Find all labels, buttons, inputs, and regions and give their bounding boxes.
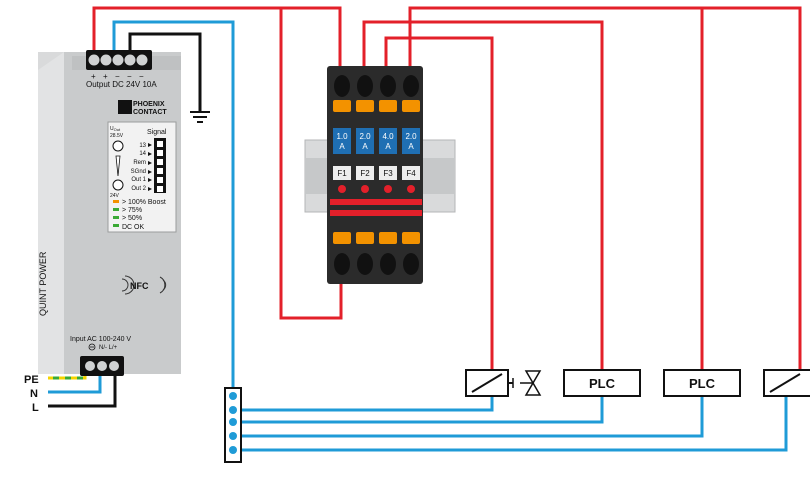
rating-f3: 4.0 [382,132,394,141]
mains-pe: PE [24,374,39,386]
plc-2-label: PLC [689,376,716,391]
signal-label: Signal [147,129,167,136]
output-pol-4: − [127,72,132,81]
terminal-rem: Rem [133,160,146,166]
valve-icon [520,370,542,396]
fuse-f1: F1 [337,169,347,178]
circuit-breaker-module: 1.0 A 2.0 A 4.0 A 2.0 A F1 F2 F3 F4 [304,66,456,284]
logo-line-1: PHOENIX [133,101,165,108]
output-pol-2: + [103,72,108,81]
terminal-13: 13 [139,143,146,149]
wire-psu-minus-to-bus [112,20,235,392]
wire-mains-n [48,374,102,394]
mains-l: L [32,402,39,414]
unit-f4: A [408,142,414,151]
phoenix-logo: PHOENIX CONTACT [118,100,167,116]
ground-terminal-bus [224,387,242,463]
wire-f2-to-plc [362,20,604,370]
rating-f4: 2.0 [405,132,417,141]
wire-f1-output [279,8,343,320]
reset-button-f4[interactable] [407,185,415,193]
earth-icon [88,343,96,351]
terminal-out1: Out 1 [131,177,146,183]
reset-button-f3[interactable] [384,185,392,193]
terminal-out2: Out 2 [131,186,146,192]
plc-2: PLC [663,369,741,397]
rating-f2: 2.0 [359,132,371,141]
plc-1-label: PLC [589,376,616,391]
ground-icon [190,111,210,123]
product-name: QUINT POWER [38,251,48,316]
rating-f1: 1.0 [336,132,348,141]
logo-line-2: CONTACT [133,109,167,116]
red-wires [92,6,802,370]
relay-load [763,369,810,397]
pe-wire [48,374,87,380]
unit-f3: A [385,142,391,151]
legend-dcok: DC OK [122,224,145,231]
valve-load [465,369,542,397]
wire-bus-to-valve [240,396,494,412]
nfc-icon: NFC [121,275,167,295]
wire-to-relay [702,6,802,370]
wire-f3-to-valve [384,36,494,370]
plc-1: PLC [563,369,641,397]
legend-boost: > 100% Boost [122,199,166,206]
fuse-f4: F4 [406,169,416,178]
uout-min: 24V [110,193,120,199]
wire-psu-minus-to-ground [128,32,202,112]
wire-psu-plus-to-f1 [92,6,342,80]
terminal-sgnd: SGnd [131,169,146,175]
breaker-housing [327,66,423,284]
nfc-label: NFC [130,281,149,291]
mains-n: N [30,388,38,400]
legend-50: > 50% [122,215,142,222]
output-pol-3: − [115,72,120,81]
wire-mains-l [48,374,117,408]
unit-f2: A [362,142,368,151]
input-terminals: N/- L/+ [99,345,118,351]
terminal-14: 14 [139,151,146,157]
black-wires [48,32,202,408]
input-label: Input AC 100-240 V [70,336,131,343]
potentiometer-icon-2[interactable] [112,179,124,191]
blue-wires [48,20,788,452]
output-label: Output DC 24V 10A [86,80,157,89]
reset-button-f2[interactable] [361,185,369,193]
fuse-f2: F2 [360,169,370,178]
power-supply: + + − − − Output DC 24V 10A PHOENIX CONT… [38,50,181,376]
output-pol-5: − [139,72,144,81]
output-pol-1: + [91,72,96,81]
fuse-f3: F3 [383,169,393,178]
wire-bus-to-relay [240,396,788,452]
wire-bus-to-plc2 [240,396,704,438]
status-legend: > 100% Boost > 75% > 50% DC OK [113,199,166,231]
wire-bus-to-plc1 [240,396,604,424]
uout-label: UOut [110,126,121,132]
reset-button-f1[interactable] [338,185,346,193]
wire-f4-to-plc [408,6,704,370]
legend-75: > 75% [122,207,142,214]
unit-f1: A [339,142,345,151]
potentiometer-icon[interactable] [112,140,124,152]
uout-max: 28.5V [110,133,124,139]
